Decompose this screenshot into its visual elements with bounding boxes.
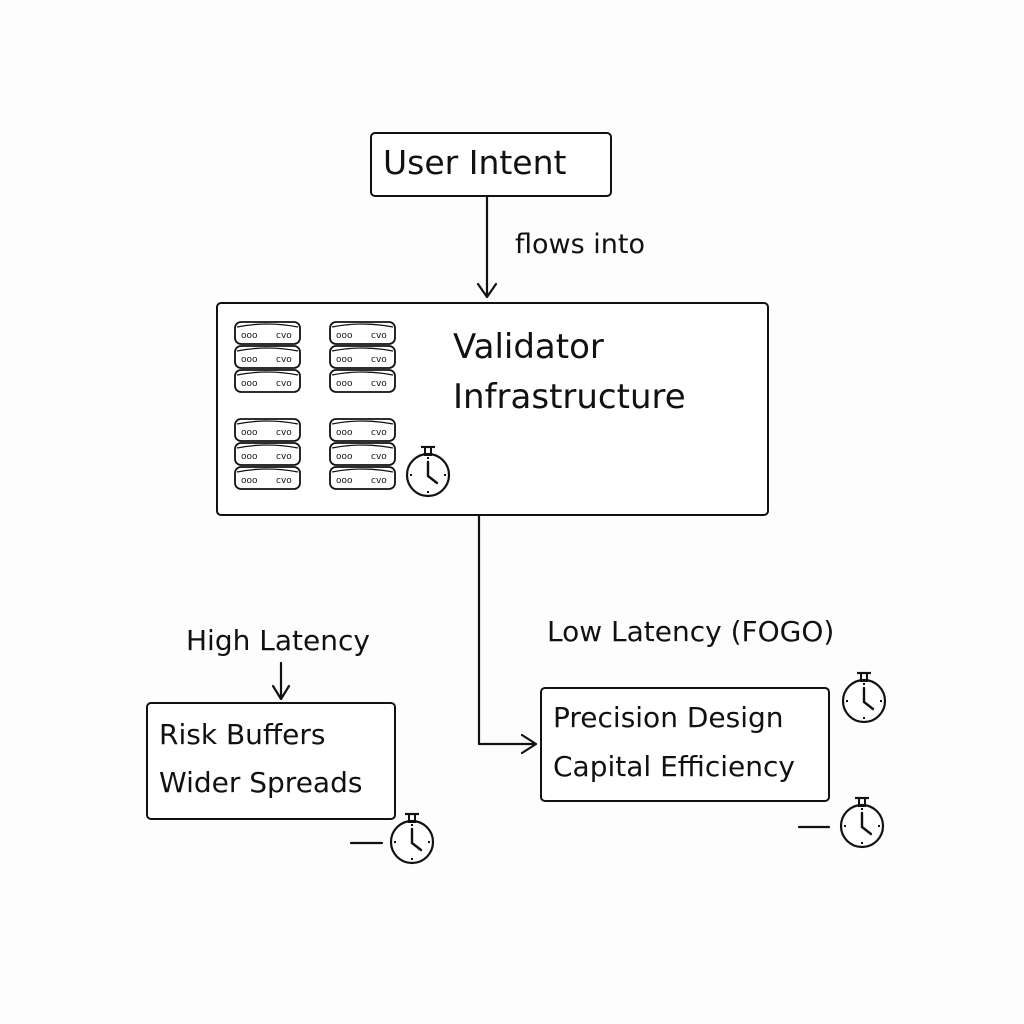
svg-text:cvo: cvo xyxy=(276,428,292,438)
flows-into-label: flows into xyxy=(515,229,645,260)
svg-text:cvo: cvo xyxy=(276,355,292,365)
svg-text:cvo: cvo xyxy=(276,452,292,462)
precision-design-label: Precision Design xyxy=(553,701,784,734)
svg-text:cvo: cvo xyxy=(371,476,387,486)
server-stack-icon: ooo cvo ooo cvo ooo cvo xyxy=(234,321,301,393)
svg-text:ooo: ooo xyxy=(241,476,258,486)
svg-text:ooo: ooo xyxy=(241,428,258,438)
validator-label-line1: Validator xyxy=(453,327,604,367)
server-stack-icon: ooo cvo ooo cvo ooo cvo xyxy=(234,418,301,490)
svg-text:ooo: ooo xyxy=(336,476,353,486)
server-stack-icon: ooo cvo ooo cvo ooo cvo xyxy=(329,418,396,490)
svg-text:cvo: cvo xyxy=(371,379,387,389)
svg-text:cvo: cvo xyxy=(371,428,387,438)
server-stack-icon: ooo cvo ooo cvo ooo cvo xyxy=(329,321,396,393)
precision-dash-stopwatch-icon xyxy=(839,796,885,849)
precision-stopwatch-icon xyxy=(841,671,887,724)
svg-text:cvo: cvo xyxy=(276,331,292,341)
arrow-user-to-validator xyxy=(476,195,498,299)
capital-efficiency-label: Capital Efficiency xyxy=(553,750,795,783)
arrow-validator-to-precision xyxy=(477,514,538,755)
svg-text:cvo: cvo xyxy=(371,355,387,365)
svg-text:ooo: ooo xyxy=(241,355,258,365)
risk-buffers-node xyxy=(146,702,396,820)
svg-text:ooo: ooo xyxy=(241,379,258,389)
svg-text:cvo: cvo xyxy=(371,452,387,462)
svg-text:cvo: cvo xyxy=(276,379,292,389)
svg-text:ooo: ooo xyxy=(336,428,353,438)
svg-text:ooo: ooo xyxy=(336,379,353,389)
svg-text:cvo: cvo xyxy=(371,331,387,341)
high-latency-label: High Latency xyxy=(186,624,370,657)
svg-text:ooo: ooo xyxy=(241,331,258,341)
risk-stopwatch-icon xyxy=(389,812,435,865)
user-intent-node xyxy=(370,132,612,197)
svg-text:ooo: ooo xyxy=(336,355,353,365)
user-intent-label: User Intent xyxy=(383,143,567,182)
svg-text:ooo: ooo xyxy=(336,452,353,462)
arrow-high-latency-to-risk xyxy=(271,661,291,701)
low-latency-label: Low Latency (FOGO) xyxy=(547,615,835,648)
risk-buffers-label: Risk Buffers xyxy=(159,718,326,751)
wider-spreads-label: Wider Spreads xyxy=(159,766,363,799)
validator-infrastructure-node xyxy=(216,302,769,516)
precision-design-node xyxy=(540,687,830,802)
svg-text:ooo: ooo xyxy=(336,331,353,341)
svg-text:ooo: ooo xyxy=(241,452,258,462)
validator-label-line2: Infrastructure xyxy=(453,377,686,417)
validator-stopwatch-icon xyxy=(405,445,451,498)
svg-text:cvo: cvo xyxy=(276,476,292,486)
